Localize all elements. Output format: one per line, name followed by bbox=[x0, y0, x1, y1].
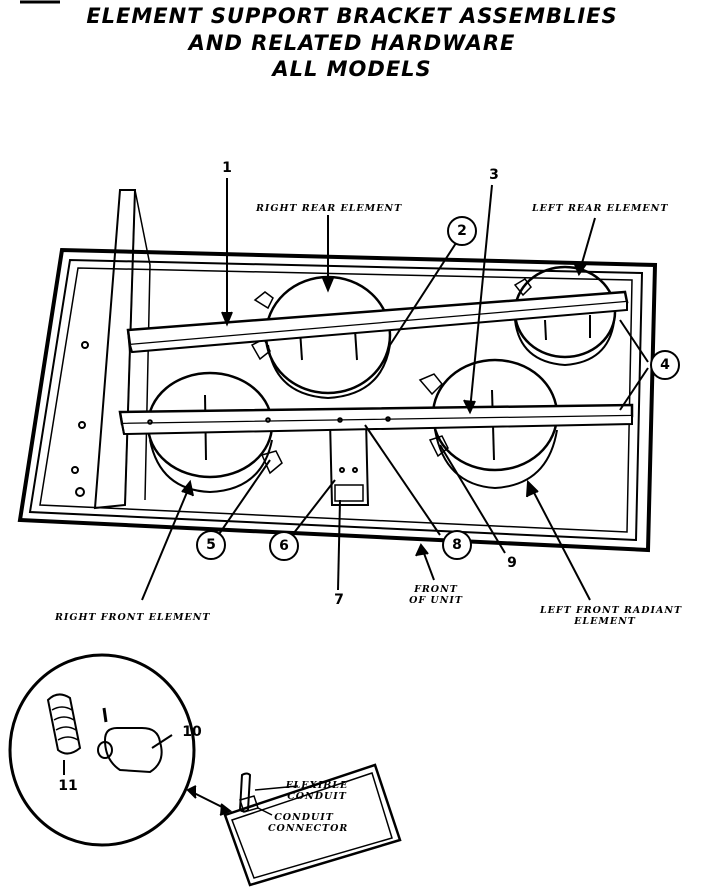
callout-8: 8 bbox=[442, 530, 472, 560]
screw-hole bbox=[78, 421, 86, 429]
conduit-connector-detail bbox=[103, 727, 163, 774]
leader-7 bbox=[337, 499, 341, 591]
right-rear-element-rim bbox=[267, 344, 391, 400]
callout-1: 1 bbox=[222, 160, 232, 176]
callout-10: 10 bbox=[182, 724, 202, 740]
label-conduit-connector: CONDUIT CONNECTOR bbox=[268, 812, 349, 834]
cooktop-frame-inner bbox=[28, 258, 644, 542]
label-left-rear-element: LEFT REAR ELEMENT bbox=[532, 203, 669, 214]
callout-2: 2 bbox=[447, 216, 477, 246]
label-flexible-line1: FLEXIBLE bbox=[285, 780, 349, 791]
callout-3: 3 bbox=[489, 167, 499, 183]
leader-right-front bbox=[141, 484, 191, 601]
label-flexible-conduit: FLEXIBLE CONDUIT bbox=[282, 780, 352, 802]
label-connector-line1: CONDUIT bbox=[274, 812, 334, 823]
title-line-2: AND RELATED HARDWARE bbox=[188, 31, 516, 55]
label-left-front-line2: ELEMENT bbox=[574, 616, 636, 627]
junction-box bbox=[223, 763, 402, 887]
label-left-front-line1: LEFT FRONT RADIANT bbox=[540, 605, 683, 616]
label-left-front-element: LEFT FRONT RADIANT ELEMENT bbox=[540, 605, 683, 627]
leader-5 bbox=[214, 459, 271, 541]
leader-left-front bbox=[529, 484, 591, 601]
callout-4: 4 bbox=[650, 350, 680, 380]
title-line-1: ELEMENT SUPPORT BRACKET ASSEMBLIES bbox=[86, 4, 618, 28]
flexible-conduit-detail bbox=[46, 693, 82, 755]
label-front-line1: FRONT bbox=[414, 584, 458, 595]
callout-5: 5 bbox=[196, 530, 226, 560]
leader-10 bbox=[151, 734, 173, 749]
label-right-rear-element: RIGHT REAR ELEMENT bbox=[256, 203, 403, 214]
label-front-line2: OF UNIT bbox=[409, 595, 463, 606]
leader-4a bbox=[619, 319, 649, 363]
detail-circle bbox=[8, 653, 196, 847]
leader-3 bbox=[469, 184, 493, 411]
screw-hole bbox=[75, 487, 85, 497]
screw-hole bbox=[71, 466, 79, 474]
screw-hole bbox=[81, 341, 89, 349]
title-line-3: ALL MODELS bbox=[272, 57, 432, 81]
callout-9: 9 bbox=[507, 555, 517, 571]
label-right-front-element: RIGHT FRONT ELEMENT bbox=[55, 612, 211, 623]
callout-6: 6 bbox=[269, 531, 299, 561]
center-bracket bbox=[329, 419, 370, 506]
label-connector-line2: CONNECTOR bbox=[268, 823, 349, 834]
leader-6 bbox=[289, 479, 336, 539]
leader-left-rear bbox=[579, 217, 596, 271]
leader-8 bbox=[364, 424, 441, 536]
callout-7: 7 bbox=[334, 592, 344, 608]
callout-11: 11 bbox=[58, 778, 78, 794]
leader-4b bbox=[619, 367, 649, 411]
cooktop-frame bbox=[17, 247, 658, 553]
leader-2 bbox=[389, 239, 459, 346]
flexible-conduit bbox=[238, 772, 252, 813]
label-front-of-unit: FRONT OF UNIT bbox=[405, 584, 467, 606]
label-flexible-line2: CONDUIT bbox=[287, 791, 347, 802]
leader-9 bbox=[439, 444, 506, 554]
